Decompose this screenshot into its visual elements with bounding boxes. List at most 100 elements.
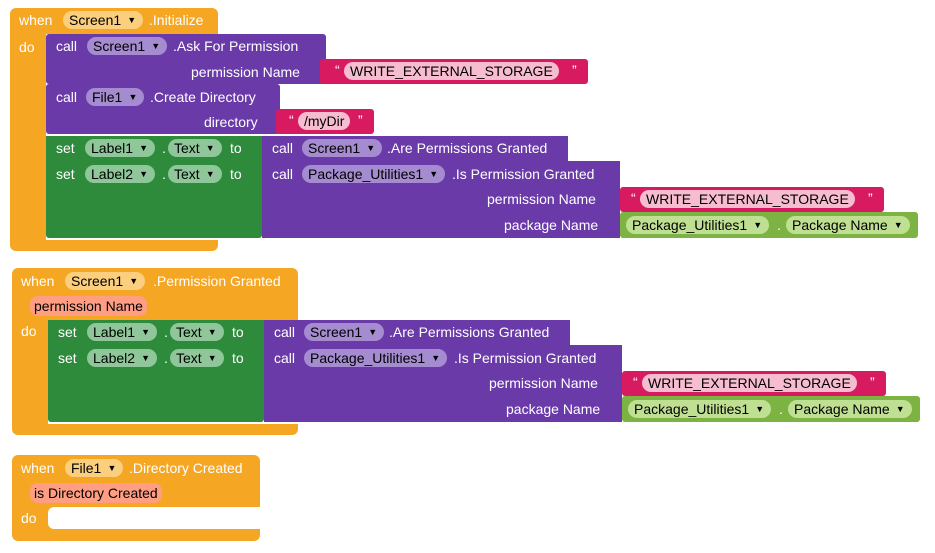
chevron-down-icon: ▼: [141, 353, 151, 363]
text-property-dropdown[interactable]: Text ▼: [168, 165, 222, 183]
dropdown-value: Label2: [93, 350, 136, 366]
to-keyword: to: [230, 140, 242, 156]
event-name: .Initialize: [149, 12, 204, 28]
label1-component-dropdown[interactable]: Label1 ▼: [87, 323, 158, 341]
close-quote: ”: [870, 374, 875, 390]
set-keyword: set: [56, 140, 75, 156]
directory-param-label: directory: [204, 114, 258, 130]
dropdown-value: Package Name: [794, 401, 890, 417]
do-keyword: do: [21, 323, 37, 339]
to-keyword: to: [230, 166, 242, 182]
dropdown-value: Text: [174, 140, 200, 156]
directory-string-block[interactable]: “ /myDir ”: [276, 109, 374, 134]
when-keyword: when: [21, 273, 55, 289]
set-keyword: set: [58, 324, 77, 340]
package-utilities1-component-dropdown[interactable]: Package_Utilities1▼: [302, 165, 446, 183]
package-name-property-dropdown[interactable]: Package Name ▼: [788, 400, 912, 418]
package-utilities1-component-dropdown[interactable]: Package_Utilities1▼: [626, 216, 770, 234]
package-name-getter-block[interactable]: Package_Utilities1▼ . Package Name ▼: [622, 396, 920, 422]
dropdown-value: Label1: [91, 140, 134, 156]
when-keyword: when: [19, 12, 53, 28]
dropdown-value: Screen1: [308, 140, 361, 156]
do-keyword: do: [21, 510, 37, 526]
chevron-down-icon: ▼: [431, 353, 441, 363]
method-name: .Is Permission Granted: [452, 166, 595, 182]
label2-component-dropdown[interactable]: Label2 ▼: [87, 349, 158, 367]
is-directory-created-param[interactable]: is Directory Created: [30, 483, 162, 503]
dropdown-value: Package_Utilities1: [310, 350, 426, 366]
open-quote: “: [633, 374, 638, 390]
chevron-down-icon: ▼: [895, 404, 905, 414]
is-permission-granted-call-block[interactable]: call Package_Utilities1▼ .Is Permission …: [264, 345, 622, 422]
ask-for-permission-call-block[interactable]: call Screen1▼ .Ask For Permission permis…: [46, 34, 326, 84]
to-keyword: to: [232, 324, 244, 340]
dot-separator: .: [779, 401, 783, 417]
set-label1-text-block[interactable]: set Label1▼ . Text▼ to: [46, 136, 262, 161]
dropdown-value: Label1: [93, 324, 136, 340]
text-property-dropdown[interactable]: Text ▼: [170, 323, 224, 341]
string-value[interactable]: /myDir: [298, 112, 351, 130]
permission-string-block[interactable]: “ WRITE_EXTERNAL_STORAGE ”: [620, 187, 884, 212]
chevron-down-icon: ▼: [127, 15, 137, 25]
chevron-down-icon: ▼: [205, 169, 215, 179]
dropdown-value: Screen1: [71, 273, 124, 289]
screen1-component-dropdown[interactable]: Screen1▼: [87, 37, 168, 55]
dropdown-value: Package_Utilities1: [308, 166, 424, 182]
method-name: .Ask For Permission: [173, 38, 299, 54]
method-name: .Is Permission Granted: [454, 350, 597, 366]
text-property-dropdown[interactable]: Text ▼: [168, 139, 222, 157]
set-label2-text-block[interactable]: set Label2▼ . Text▼ to: [46, 161, 262, 238]
set-label1-text-block[interactable]: set Label1 ▼ . Text ▼ to: [48, 320, 264, 345]
chevron-down-icon: ▼: [207, 327, 217, 337]
dropdown-value: Text: [176, 350, 202, 366]
package-name-param-label: package Name: [506, 401, 601, 417]
screen1-component-dropdown[interactable]: Screen1▼: [302, 139, 383, 157]
chevron-down-icon: ▼: [368, 327, 378, 337]
dropdown-value: Text: [176, 324, 202, 340]
file1-directory-created-event-block[interactable]: when File1▼ .Directory Created is Direct…: [12, 455, 260, 541]
chevron-down-icon: ▼: [141, 327, 151, 337]
string-value[interactable]: WRITE_EXTERNAL_STORAGE: [640, 190, 855, 208]
chevron-down-icon: ▼: [205, 143, 215, 153]
permission-string-block[interactable]: “ WRITE_EXTERNAL_STORAGE ”: [622, 371, 886, 396]
event-name: .Directory Created: [129, 460, 243, 476]
string-value[interactable]: WRITE_EXTERNAL_STORAGE: [344, 62, 559, 80]
do-slot[interactable]: [48, 507, 260, 529]
chevron-down-icon: ▼: [139, 169, 149, 179]
permission-name-param[interactable]: permission Name: [30, 296, 147, 316]
dropdown-value: Text: [174, 166, 200, 182]
label1-component-dropdown[interactable]: Label1 ▼: [85, 139, 156, 157]
open-quote: “: [335, 62, 340, 78]
open-quote: “: [631, 190, 636, 206]
dot-separator: .: [164, 324, 168, 340]
package-utilities1-component-dropdown[interactable]: Package_Utilities1 ▼: [304, 349, 448, 367]
package-utilities1-component-dropdown[interactable]: Package_Utilities1▼: [628, 400, 772, 418]
label2-component-dropdown[interactable]: Label2▼: [85, 165, 156, 183]
when-keyword: when: [21, 460, 55, 476]
package-name-property-dropdown[interactable]: Package Name▼: [786, 216, 910, 234]
text-property-dropdown[interactable]: Text▼: [170, 349, 224, 367]
create-directory-call-block[interactable]: call File1▼ .Create Directory directory: [46, 84, 280, 134]
screen1-component-dropdown[interactable]: Screen1 ▼: [304, 323, 385, 341]
method-name: .Are Permissions Granted: [387, 140, 548, 156]
is-permission-granted-call-block[interactable]: call Package_Utilities1▼ .Is Permission …: [262, 161, 620, 238]
set-label2-text-block[interactable]: set Label2▼ . Text▼ to: [48, 345, 264, 422]
file1-component-dropdown[interactable]: File1▼: [86, 88, 145, 106]
screen1-component-dropdown[interactable]: Screen1 ▼: [63, 11, 144, 29]
permission-string-block[interactable]: “ WRITE_EXTERNAL_STORAGE ”: [320, 59, 588, 84]
are-permissions-granted-call-block[interactable]: call Screen1▼ .Are Permissions Granted: [264, 320, 570, 345]
to-keyword: to: [232, 350, 244, 366]
string-value[interactable]: WRITE_EXTERNAL_STORAGE: [642, 374, 857, 392]
dropdown-value: Screen1: [310, 324, 363, 340]
dot-separator: .: [777, 217, 781, 233]
call-keyword: call: [56, 89, 78, 105]
screen1-component-dropdown[interactable]: Screen1▼: [65, 272, 146, 290]
package-name-getter-block[interactable]: Package_Utilities1▼ . Package Name▼: [620, 212, 918, 238]
file1-component-dropdown[interactable]: File1▼: [65, 459, 124, 477]
close-quote: ”: [358, 112, 363, 128]
dropdown-value: Package_Utilities1: [632, 217, 748, 233]
are-permissions-granted-call-block[interactable]: call Screen1▼ .Are Permissions Granted: [262, 136, 568, 161]
chevron-down-icon: ▼: [139, 143, 149, 153]
dropdown-value: Package_Utilities1: [634, 401, 750, 417]
dropdown-value: Screen1: [69, 12, 122, 28]
